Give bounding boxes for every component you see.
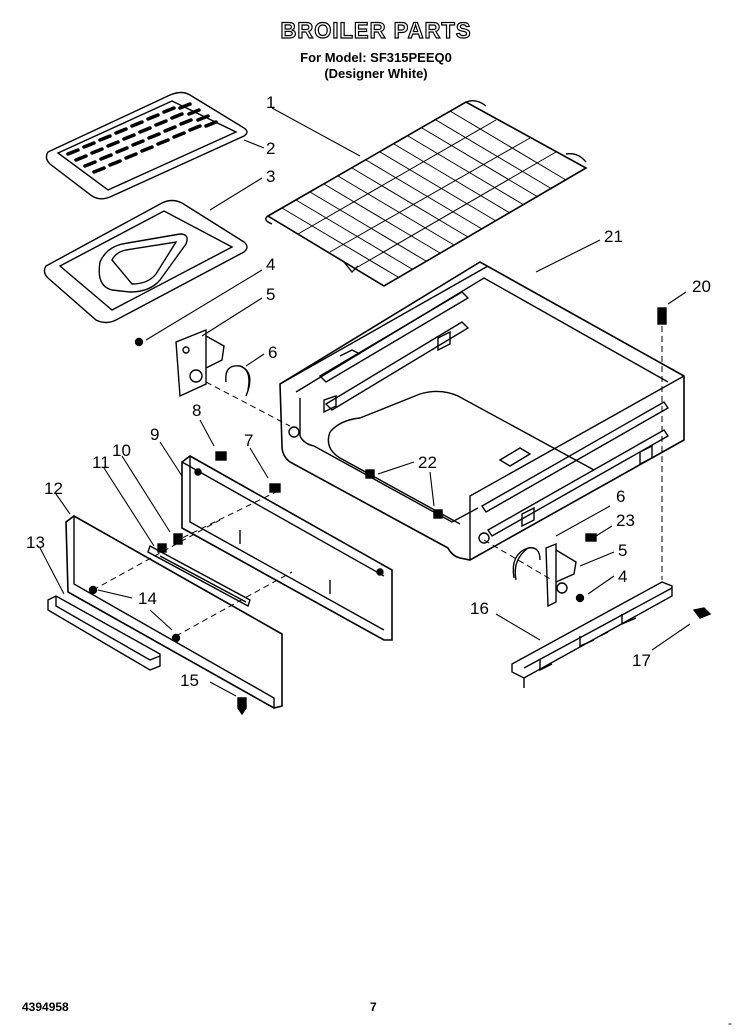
callout-6: 6 <box>268 343 277 362</box>
left-roller-bracket <box>175 328 251 398</box>
drawer-front-panel <box>65 515 283 709</box>
callout-2: 2 <box>266 139 275 158</box>
corner-mark: - <box>728 1016 732 1030</box>
callout-20: 20 <box>692 277 711 296</box>
callout-21: 21 <box>604 227 623 246</box>
drawer-slide-rail <box>511 581 673 688</box>
page-number: 7 <box>370 1000 377 1014</box>
callout-4: 4 <box>266 255 275 274</box>
assembly-lines <box>92 326 663 637</box>
right-roller-bracket <box>512 542 577 608</box>
color-line: (Designer White) <box>324 66 428 81</box>
oven-rack <box>265 99 588 287</box>
drawer-handle-bar <box>147 544 251 608</box>
model-line: For Model: SF315PEEQ0 <box>300 50 452 65</box>
callout-10: 10 <box>112 441 131 460</box>
broiler-drawer-body <box>279 261 685 561</box>
callout-23: 23 <box>616 511 635 530</box>
callout-15: 15 <box>180 671 199 690</box>
drawer-inner-panel <box>181 455 393 641</box>
leader-lines <box>39 107 691 697</box>
document-number: 4394958 <box>22 1000 69 1014</box>
callout-8: 8 <box>192 401 201 420</box>
callout-22: 22 <box>418 453 437 472</box>
callout-6-right: 6 <box>616 487 625 506</box>
broiler-pan <box>43 199 248 324</box>
broiler-grid <box>45 91 248 200</box>
callout-9: 9 <box>150 425 159 444</box>
callout-14: 14 <box>138 589 157 608</box>
callout-7: 7 <box>244 431 253 450</box>
callout-12: 12 <box>44 479 63 498</box>
callout-4-right: 4 <box>618 567 627 586</box>
callout-5: 5 <box>266 285 275 304</box>
callout-13: 13 <box>26 533 45 552</box>
fasteners <box>88 307 712 716</box>
callout-11: 11 <box>92 453 110 472</box>
callout-3: 3 <box>266 167 275 186</box>
callout-1: 1 <box>266 93 275 112</box>
callout-5-right: 5 <box>618 541 627 560</box>
trim-strip <box>47 595 161 671</box>
diagram-title: BROILER PARTS <box>280 17 472 43</box>
callout-numbers: 1 2 3 4 5 6 7 8 9 10 11 12 13 14 15 16 1… <box>26 93 711 690</box>
callout-17: 17 <box>632 651 651 670</box>
callout-16: 16 <box>470 599 489 618</box>
